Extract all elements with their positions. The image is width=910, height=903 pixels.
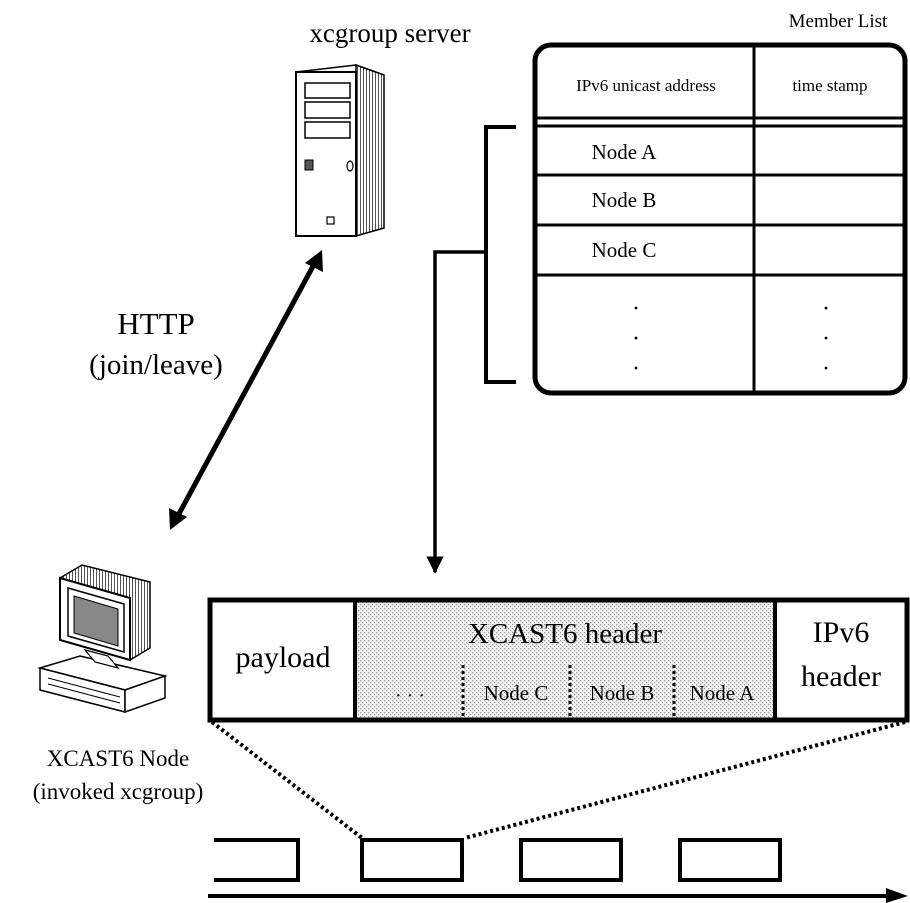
xcast6-header-label: XCAST6 header: [468, 618, 662, 650]
http-sublabel: (join/leave): [89, 349, 223, 381]
computer-terminal-icon: [37, 564, 168, 714]
stream-packet: [519, 838, 623, 882]
xcast6-node-c: Node C: [484, 681, 549, 705]
timeline-arrowhead: [886, 888, 908, 903]
xcast6-ellipsis: · · ·: [395, 685, 425, 707]
ellipsis-dot: ·: [632, 356, 640, 382]
node-sublabel: (invoked xcgroup): [33, 779, 204, 804]
packet-stream: [208, 838, 908, 903]
packet-structure: [207, 597, 910, 723]
member-list-table: IPv6 unicast address time stamp Node A N…: [532, 42, 908, 396]
stream-packet: [360, 838, 464, 882]
column-header-timestamp: time stamp: [792, 76, 867, 95]
http-arrow: [169, 250, 323, 530]
ellipsis-dot: ·: [822, 326, 830, 352]
member-row-node-b: Node B: [592, 188, 657, 212]
column-header-address: IPv6 unicast address: [576, 76, 716, 95]
xcast6-node-b: Node B: [590, 681, 655, 705]
payload-label: payload: [236, 641, 331, 674]
ipv6-header-label: IPv6: [813, 616, 870, 649]
server-label: xcgroup server: [309, 18, 470, 48]
stream-packet: [678, 838, 782, 882]
ellipsis-dot: ·: [632, 326, 640, 352]
ellipsis-dot: ·: [822, 356, 830, 382]
node-label: XCAST6 Node: [47, 746, 189, 771]
ipv6-header-sublabel: header: [801, 660, 881, 693]
member-row-node-a: Node A: [592, 140, 658, 164]
server-tower-icon: [295, 63, 385, 237]
member-row-node-c: Node C: [592, 238, 657, 262]
http-label: HTTP: [117, 306, 195, 341]
stream-packet: [214, 838, 300, 882]
xcast6-header-fill: [355, 600, 775, 720]
xcast6-node-a: Node A: [690, 681, 756, 705]
member-bracket-connector: [426, 125, 516, 574]
zoom-guide-lines: [210, 720, 906, 840]
member-list-title: Member List: [789, 11, 888, 32]
ellipsis-dot: ·: [822, 296, 830, 322]
ellipsis-dot: ·: [632, 296, 640, 322]
